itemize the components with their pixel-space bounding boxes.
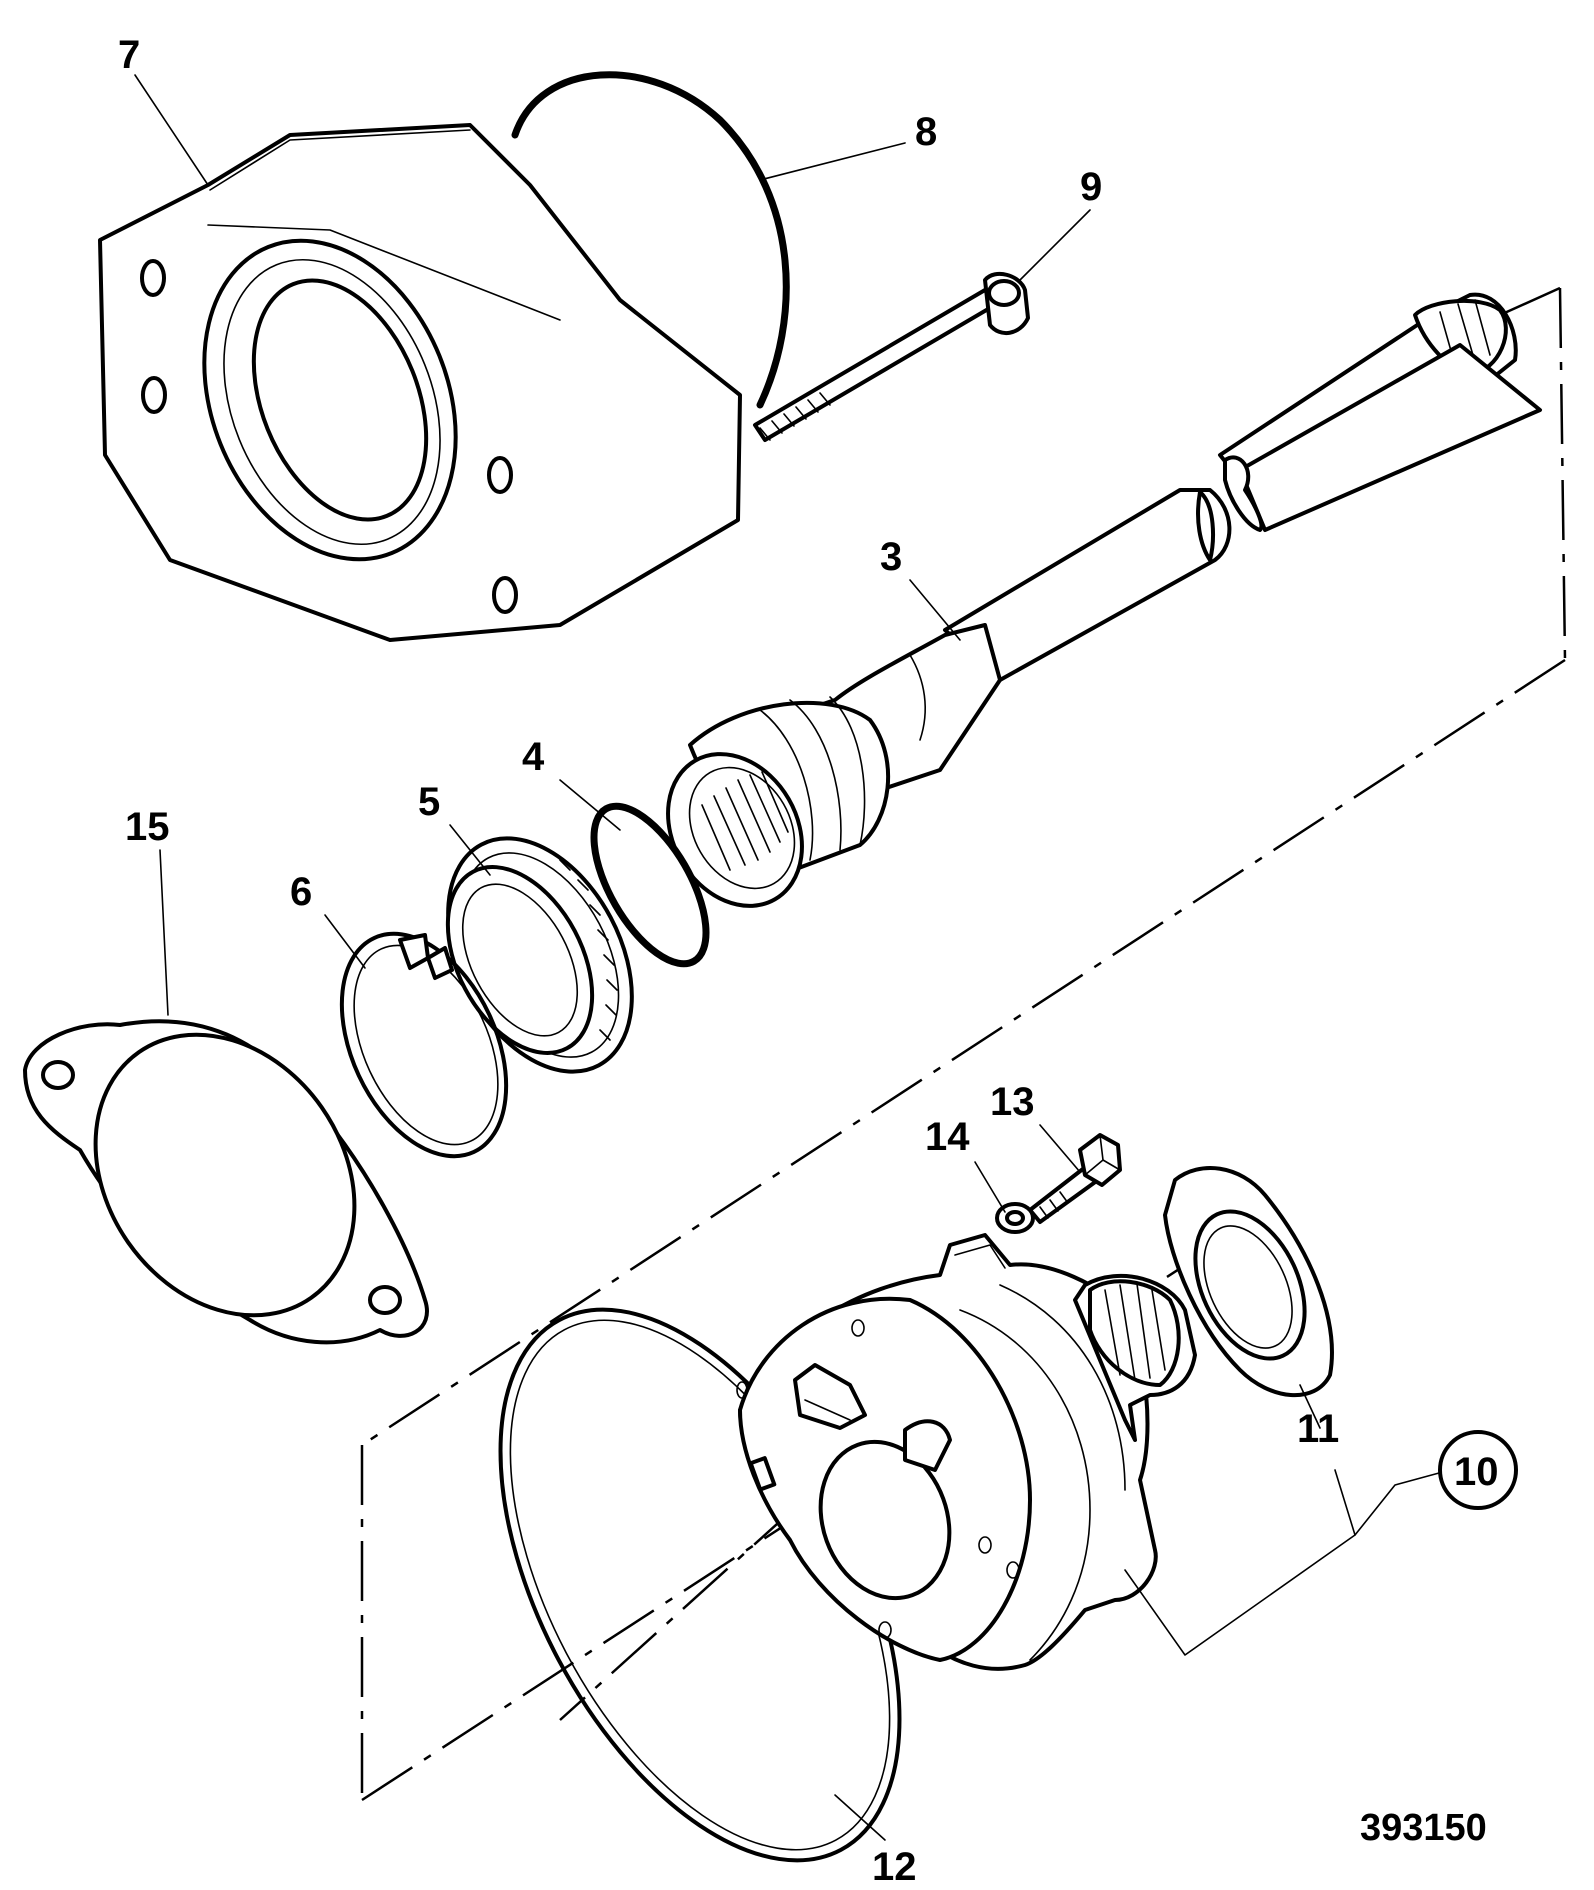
callout-15: 15 xyxy=(125,805,170,849)
gasket-part-15 xyxy=(23,1019,429,1345)
callout-12: 12 xyxy=(872,1845,917,1889)
leader-lines xyxy=(134,74,1451,1841)
callout-6: 6 xyxy=(290,870,312,914)
seal-part-11 xyxy=(1163,1166,1334,1397)
bolt-part-13 xyxy=(1028,1133,1122,1224)
callout-10-circle xyxy=(1438,1430,1518,1510)
callout-3: 3 xyxy=(880,535,902,579)
callout-11: 11 xyxy=(1297,1407,1339,1451)
circlip-part-6 xyxy=(339,931,509,1159)
callout-10: 10 xyxy=(1454,1450,1499,1494)
ring-part-4 xyxy=(590,802,710,968)
callout-8: 8 xyxy=(915,110,937,154)
callout-14: 14 xyxy=(925,1115,970,1159)
callout-4: 4 xyxy=(522,735,545,779)
callout-labels: 7 8 9 3 4 5 6 15 13 14 11 12 10 xyxy=(118,33,1518,1889)
motor-assembly-part-10 xyxy=(736,1233,1197,1671)
callout-13: 13 xyxy=(990,1080,1035,1124)
figure-number: 393150 xyxy=(1360,1807,1487,1849)
washer-part-14 xyxy=(995,1202,1035,1234)
callout-5: 5 xyxy=(418,780,440,824)
housing-part-7 xyxy=(98,123,742,642)
bearing-part-5 xyxy=(445,836,634,1074)
shaft-part-3 xyxy=(666,292,1542,908)
callout-9: 9 xyxy=(1080,165,1102,209)
bolt-part-9 xyxy=(753,271,1030,442)
callout-7: 7 xyxy=(118,33,140,77)
o-ring-part-8 xyxy=(511,71,790,409)
